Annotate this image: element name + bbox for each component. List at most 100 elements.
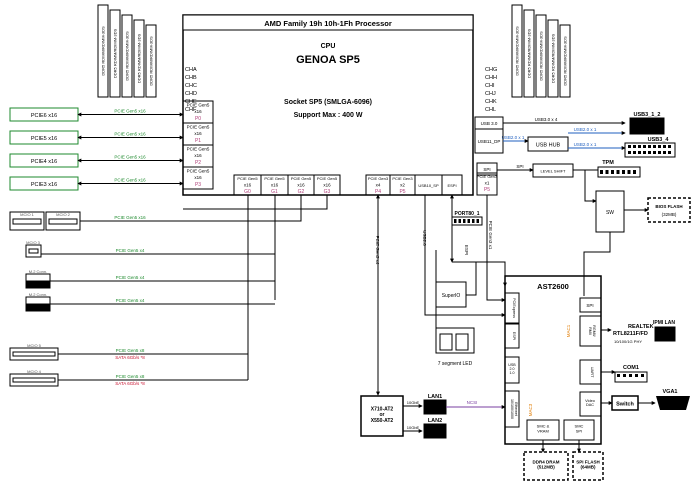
m2-label-2: M.2 Conn. xyxy=(29,292,47,297)
cpu-port-p0-id: P0 xyxy=(195,116,201,122)
channel-chh: CHH xyxy=(485,75,497,81)
dimm-slot-right-3 xyxy=(535,14,547,98)
mcio-bottom-1-label: MCIO 5 xyxy=(27,343,42,348)
lan1-label: LAN1 xyxy=(428,394,442,400)
port80-pin-3 xyxy=(463,219,466,223)
cpu-port-p3-id: P3 xyxy=(195,182,201,188)
m2-connector-1-fill xyxy=(25,280,51,289)
m2-connector-2-fill xyxy=(25,303,51,312)
bmc-eth-label: Ethernet10/100/1000 xyxy=(510,399,518,419)
com1-label: COM1 xyxy=(623,365,639,371)
mcio-bottom-2-label: MCIO 4 xyxy=(27,369,42,374)
channel-chi: CHI xyxy=(485,83,495,89)
mcio12-link-label: PCIE Gen5 x16 xyxy=(114,215,146,220)
mcio-bottom-2-sata-label: SATA 6Gb/s *8 xyxy=(115,381,145,386)
usb3-4-pin-a2 xyxy=(638,145,641,148)
usb3-4-pin-b0 xyxy=(628,151,631,154)
tpm-pin-7 xyxy=(633,170,636,174)
seg-led-label: 7 segment LED xyxy=(438,361,473,367)
channel-chl: CHL xyxy=(485,107,496,113)
usb3-12-label: USB3_1_2 xyxy=(634,112,661,118)
channel-chb: CHB xyxy=(185,75,197,81)
slot-pcie3-label: PCIE3 x16 xyxy=(31,182,57,188)
usb3-4-pin-b2 xyxy=(638,151,641,154)
dimm-slot-right-4 xyxy=(547,19,559,98)
link-usb2-cpu-label: USB2.0 x 1 xyxy=(502,135,525,140)
slot-pcie5-link-label: PCIE Gen5 x16 xyxy=(114,132,146,137)
lan2-port xyxy=(423,423,447,439)
bmc-espi-label: ESPI xyxy=(512,332,516,341)
mcio3-slot xyxy=(28,248,39,254)
m2-link-label-1: PCIE Gen5 x4 xyxy=(116,275,145,280)
tpm-pin-6 xyxy=(627,170,631,174)
cpu-port-g3-3-id: G3 xyxy=(324,189,331,195)
cpu-name: GENOA SP5 xyxy=(296,54,360,66)
tpm-pin-2 xyxy=(605,170,609,174)
cpu-port-g0-0-title: PCIE Gen5 xyxy=(237,176,258,181)
mcio1-connector xyxy=(9,211,45,231)
bmc-pcie-port xyxy=(504,292,520,324)
bmc-mac1-label: MAC1 xyxy=(566,324,571,337)
link-gen3x4-label: PCIE Gen3 x4 xyxy=(375,236,380,265)
cpu-port-p4-4-id: P4 xyxy=(375,189,381,195)
slot-pcie6-link-label: PCIE Gen5 x16 xyxy=(114,109,146,114)
bmc-usb-port xyxy=(504,356,520,384)
bmc-video-port xyxy=(579,391,602,417)
usb3-4-pin-b3 xyxy=(643,151,646,154)
seg-digit-1 xyxy=(439,333,453,351)
port80-pin-4 xyxy=(467,219,470,223)
cpu-port-p2-id: P2 xyxy=(195,160,201,166)
dimm-label-left-4: DDR5 RDIMM/RDIMM-3DS xyxy=(137,34,142,84)
usb3-4-pin-a4 xyxy=(648,145,651,148)
usb3-4-pin-a7 xyxy=(663,145,666,148)
seg-led-box xyxy=(435,327,475,354)
route-g3 xyxy=(183,195,328,210)
bios-flash-label: BIOS FLASH xyxy=(655,204,682,209)
seg-digit-2 xyxy=(455,333,469,351)
mcio3-connector xyxy=(25,244,42,258)
cpu-label: CPU xyxy=(321,43,336,50)
cpu-port-espi-title: ESPI xyxy=(447,183,456,188)
usb3-4-pin-a3 xyxy=(643,145,646,148)
link-usb2-b-label: USB2.0 x 1 xyxy=(574,142,597,147)
ncsi-label: NCSI xyxy=(467,400,478,405)
cpu-socket: Socket SP5 (SMLGA-6096) xyxy=(284,99,372,106)
sw-label: SW xyxy=(606,210,614,216)
cpu-port-p2-title: PCIE Gen5 xyxy=(187,147,210,152)
dimm-label-right-1: DDR5 RDIMM/RDIMM-3DS xyxy=(515,26,520,76)
mcio2-slot xyxy=(48,218,78,225)
dimm-label-right-5: DDR5 RDIMM/RDIMM-3DS xyxy=(563,36,568,86)
dimm-label-left-5: DDR5 RDIMM/RDIMM-3DS xyxy=(149,36,154,86)
mcio1-slot xyxy=(12,218,42,225)
cpu-port-p2-width: x16 xyxy=(194,153,202,158)
usb3-4-pin-a5 xyxy=(653,145,656,148)
com1-pin-3 xyxy=(629,374,632,377)
channel-chk: CHK xyxy=(485,99,497,105)
cpu-port-g3-3-width: x16 xyxy=(323,183,331,188)
ipmi-port xyxy=(654,326,676,342)
route-g2 xyxy=(183,195,302,222)
mcio2-label: MCIO 2 xyxy=(56,212,71,217)
port80-label: PORT80_1 xyxy=(454,211,479,217)
cpu-power: Support Max : 400 W xyxy=(294,112,363,119)
slot-pcie6-label: PCIE6 x16 xyxy=(31,113,57,119)
vga-label: VGA1 xyxy=(663,389,678,395)
superio-espi xyxy=(466,262,477,296)
lan1-port xyxy=(423,399,447,415)
switch-label: Switch xyxy=(616,402,634,408)
bios-flash xyxy=(647,197,691,223)
realtek-line2: RTL8211F/FD xyxy=(613,331,648,337)
mcio-bottom-1-sata-label: SATA 6Gb/s *8 xyxy=(115,355,145,360)
dimm-label-left-2: DDR5 RDIMM/RDIMM-3DS xyxy=(113,29,118,79)
cpu-port-g2-2-title: PCIE Gen5 xyxy=(291,176,312,181)
spi-flash-label: SPI FLASH(64MB) xyxy=(576,459,600,469)
mcio3-link-label: PCIE Gen5 x4 xyxy=(116,248,145,253)
channel-cha: CHA xyxy=(185,67,197,73)
ddr4-dram xyxy=(523,451,569,481)
dimm-slot-right-5 xyxy=(559,24,571,98)
cpu-port-g2-2-width: x16 xyxy=(297,183,305,188)
com1-pin-2 xyxy=(623,374,626,377)
